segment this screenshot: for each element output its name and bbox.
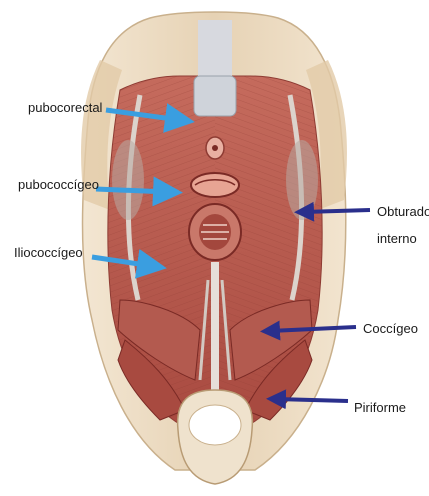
arrow-obturador (304, 210, 370, 212)
label-obturador-line1: Obturador (377, 203, 429, 220)
arrow-pubococcigeo (96, 189, 168, 192)
label-coccigeo: Coccígeo (363, 320, 418, 337)
arrow-piriforme (276, 399, 348, 401)
label-piriforme: Piriforme (354, 399, 406, 416)
vagina (191, 173, 239, 197)
label-pubococcigeo: pubococcígeo (18, 176, 99, 193)
label-obturador-line2: interno (377, 230, 417, 247)
obturator-left (112, 140, 144, 220)
label-iliococcigeo: Iliococcígeo (14, 244, 83, 261)
label-pubocorectal: pubocorectal (28, 99, 102, 116)
obturator-right (286, 140, 318, 220)
pubic-symphysis (198, 20, 232, 80)
